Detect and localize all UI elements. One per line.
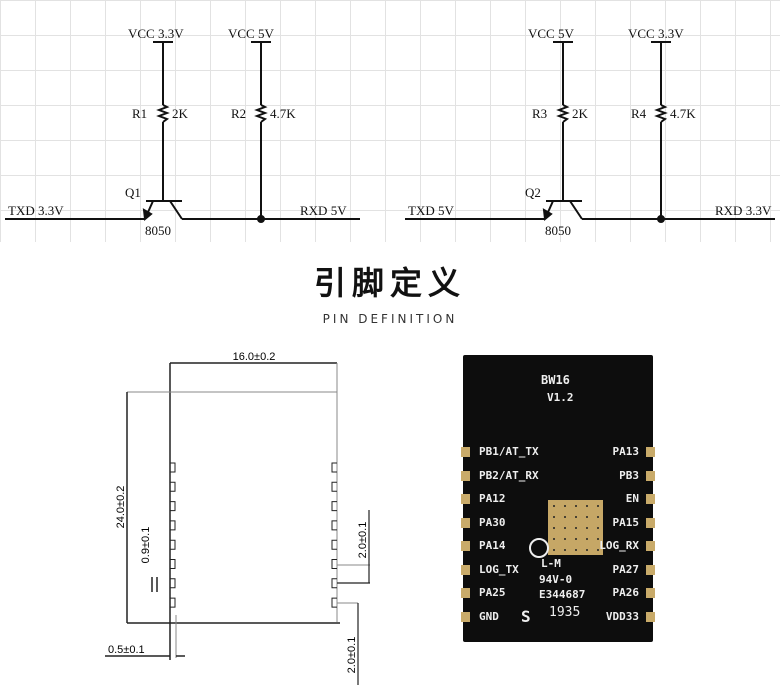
- left-pad-outline: [170, 559, 176, 569]
- vcc-label: VCC 3.3V: [128, 26, 184, 41]
- transistor-part: 8050: [545, 223, 571, 238]
- right-pin-label: VDD33: [605, 609, 639, 623]
- resistor-value: 2K: [572, 106, 589, 121]
- pin-definition-title-en: PIN DEFINITION: [322, 312, 458, 326]
- right-castellated-pad: [646, 541, 655, 551]
- output-net-label: RXD 3.3V: [715, 203, 772, 218]
- width-dimension: 16.0±0.2: [233, 351, 276, 363]
- left-castellated-pad: [461, 541, 470, 551]
- pb-free-logo-icon: [529, 538, 549, 558]
- edge-offset-dimension: 0.5±0.1: [108, 644, 145, 656]
- left-pin-label: LOG_TX: [479, 562, 519, 576]
- right-pin-label: PA15: [612, 515, 640, 529]
- left-pin-label: PA30: [479, 515, 506, 529]
- right-pad-outline: [331, 501, 337, 512]
- left-castellated-pad: [461, 447, 470, 457]
- right-pad-outline: [331, 559, 337, 569]
- vcc-label: VCC 5V: [528, 26, 574, 41]
- bottom-offset-dimension: 2.0±0.1: [346, 637, 358, 674]
- right-pad-outline: [331, 520, 337, 531]
- left-castellated-pad: [461, 517, 470, 528]
- left-castellated-pad: [461, 588, 470, 598]
- right-castellated-pad: [646, 564, 655, 575]
- input-net-label: TXD 5V: [408, 203, 454, 218]
- output-net-label: RXD 5V: [300, 203, 347, 218]
- right-castellated-pad: [646, 611, 655, 622]
- right-pin-label: PA13: [612, 445, 640, 458]
- right-pin-label: PB3: [619, 468, 639, 482]
- right-pad-outline: [331, 597, 337, 608]
- resistor-value: 4.7K: [670, 106, 696, 121]
- marking-lm: L-M: [541, 557, 561, 570]
- resistor-name: R1: [132, 106, 147, 121]
- right-castellated-pad: [646, 517, 655, 528]
- chip-model: BW16: [541, 373, 570, 387]
- marking-date: 1935: [549, 605, 581, 620]
- left-pad-outline: [170, 597, 176, 608]
- mechanical-dimension-drawing: 16.0±0.2 24.0±0.2 0.9±0.1 2.0±0.1 0.5±0.…: [105, 351, 370, 685]
- right-castellated-pad: [646, 447, 655, 457]
- marking-e344687: E344687: [539, 588, 586, 601]
- left-pin-label: GND: [479, 609, 499, 623]
- pad-pitch-dimension: 2.0±0.1: [357, 522, 369, 559]
- right-pad-outline: [331, 462, 337, 473]
- marking-94v0: 94V-0: [539, 573, 573, 586]
- brand-logo-icon: S: [521, 607, 531, 626]
- right-pin-label: LOG_RX: [599, 539, 639, 552]
- left-castellated-pad: [461, 494, 470, 504]
- resistor-name: R4: [631, 106, 647, 121]
- vcc-label: VCC 5V: [228, 26, 274, 41]
- transistor-name: Q1: [125, 185, 141, 200]
- right-castellated-pad: [646, 494, 655, 504]
- left-castellated-pad: [461, 611, 470, 622]
- resistor-value: 2K: [172, 106, 189, 121]
- resistor-name: R3: [532, 106, 547, 121]
- left-pad-outline: [170, 578, 176, 589]
- resistor-value: 4.7K: [270, 106, 296, 121]
- left-pad-outline: [170, 462, 176, 473]
- left-pad-outline: [170, 481, 176, 492]
- right-castellated-pad: [646, 470, 655, 481]
- left-pin-label: PA14: [479, 539, 506, 552]
- right-pad-outline: [331, 578, 337, 589]
- left-pad-outline: [170, 520, 176, 531]
- input-net-label: TXD 3.3V: [8, 203, 64, 218]
- right-pin-label: EN: [625, 492, 639, 505]
- right-pin-label: PA27: [612, 562, 640, 576]
- left-pin-label: PB1/AT_TX: [479, 445, 539, 458]
- vcc-label: VCC 3.3V: [628, 26, 684, 41]
- height-dimension: 24.0±0.2: [115, 486, 127, 529]
- right-castellated-pad: [646, 588, 655, 598]
- left-castellated-pad: [461, 470, 470, 481]
- left-castellated-pad: [461, 564, 470, 575]
- transistor-name: Q2: [525, 185, 541, 200]
- right-pin-label: PA26: [612, 586, 640, 599]
- pin-definition-title-cn: 引脚定义: [313, 264, 466, 302]
- left-pin-label: PB2/AT_RX: [479, 468, 539, 482]
- level-shifter-schematic: VCC 3.3V VCC 5V R1 2K R2 4.7K Q1 8050 TXD 3.3V RX…: [0, 0, 780, 242]
- left-pin-label: PA25: [479, 586, 506, 599]
- chip-version: V1.2: [547, 391, 574, 404]
- ground-pad: [548, 500, 603, 555]
- left-pin-label: PA12: [479, 492, 506, 505]
- left-pad-outline: [170, 501, 176, 512]
- pad-width-dimension: 0.9±0.1: [140, 527, 152, 564]
- circuit-1: [5, 41, 360, 223]
- left-pad-outline: [170, 539, 176, 550]
- resistor-name: R2: [231, 106, 246, 121]
- transistor-part: 8050: [145, 223, 171, 238]
- circuit-2: [405, 41, 775, 223]
- right-pad-outline: [331, 481, 337, 492]
- right-pad-outline: [331, 539, 337, 550]
